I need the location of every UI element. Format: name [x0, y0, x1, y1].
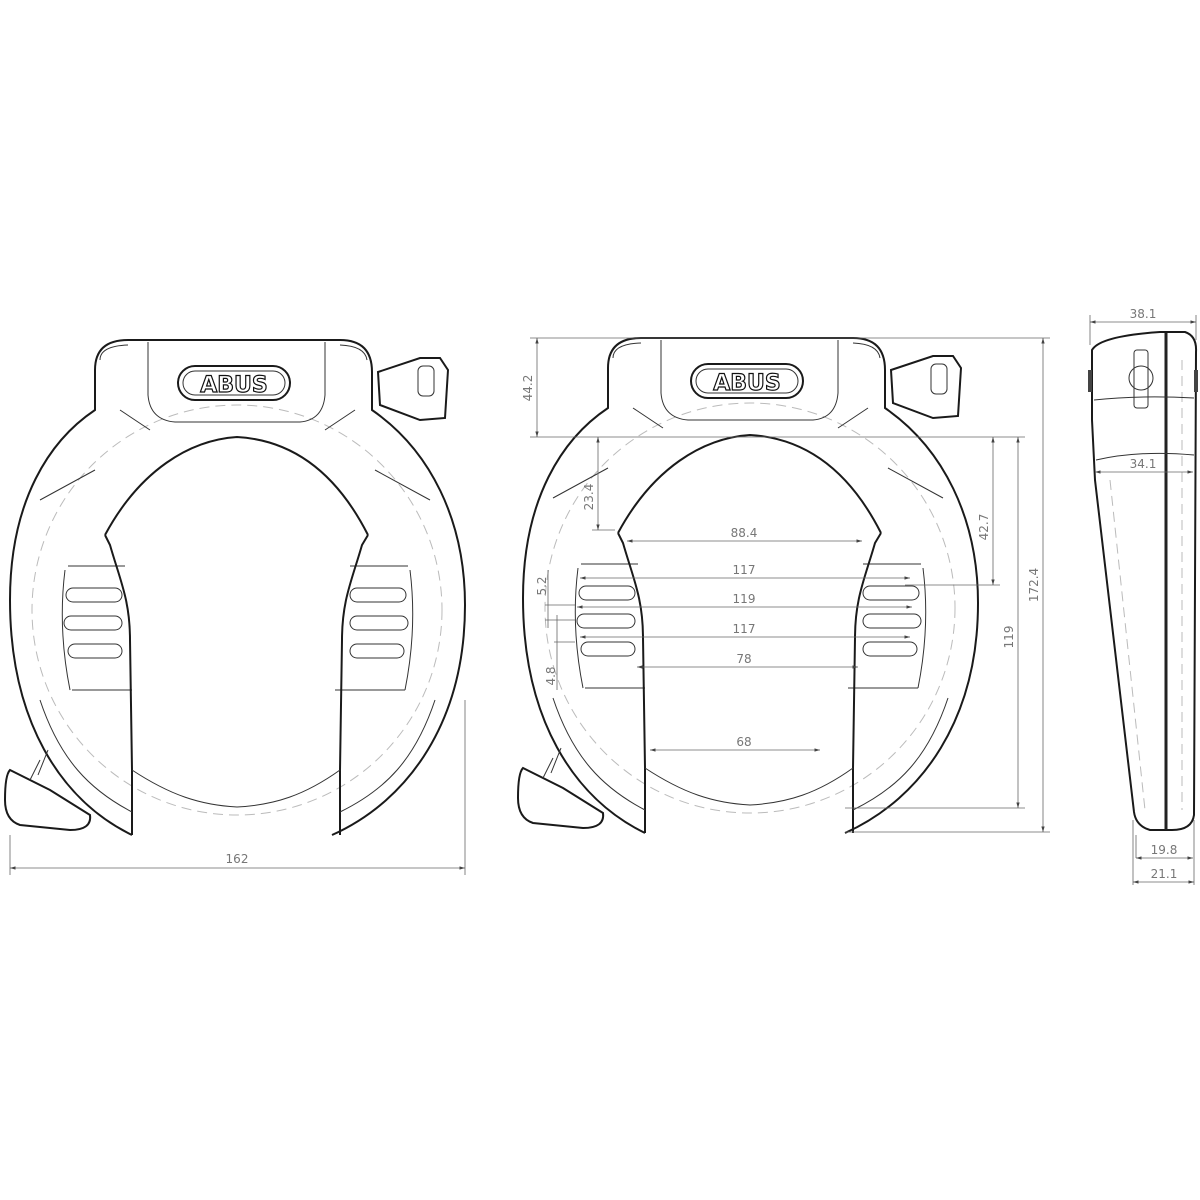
dim-label: 38.1: [1130, 307, 1157, 321]
dimension-width-162: 162: [9, 700, 466, 875]
dim-label: 119: [733, 592, 756, 606]
lock-front-view-dimensioned: ABUS: [517, 337, 979, 834]
dim-label: 44.2: [521, 375, 535, 402]
dim-label: 5.2: [535, 576, 549, 595]
dim-label: 162: [226, 852, 249, 866]
dim-label: 78: [736, 652, 751, 666]
dim-label: 34.1: [1130, 457, 1157, 471]
dim-label: 23.4: [582, 484, 596, 511]
dim-label: 19.8: [1151, 843, 1178, 857]
abus-logo: ABUS: [713, 371, 781, 396]
dimensions-side: 38.1 34.1 19.8 21.1: [1089, 307, 1197, 885]
abus-logo: ABUS: [200, 373, 268, 398]
dim-label: 119: [1002, 626, 1016, 649]
lock-side-view: [1088, 331, 1198, 831]
dim-label: 117: [733, 563, 756, 577]
dimensions-front: 44.2 23.4 88.4 117 119 117 78 68 5.2 4.8…: [521, 337, 1050, 833]
lock-front-view: ABUS: [4, 339, 466, 836]
dim-label: 4.8: [544, 666, 558, 685]
dim-label: 21.1: [1151, 867, 1178, 881]
dim-label: 88.4: [731, 526, 758, 540]
dim-label: 172.4: [1027, 568, 1041, 602]
dim-label: 68: [736, 735, 751, 749]
dim-label: 42.7: [977, 514, 991, 541]
dim-label: 117: [733, 622, 756, 636]
